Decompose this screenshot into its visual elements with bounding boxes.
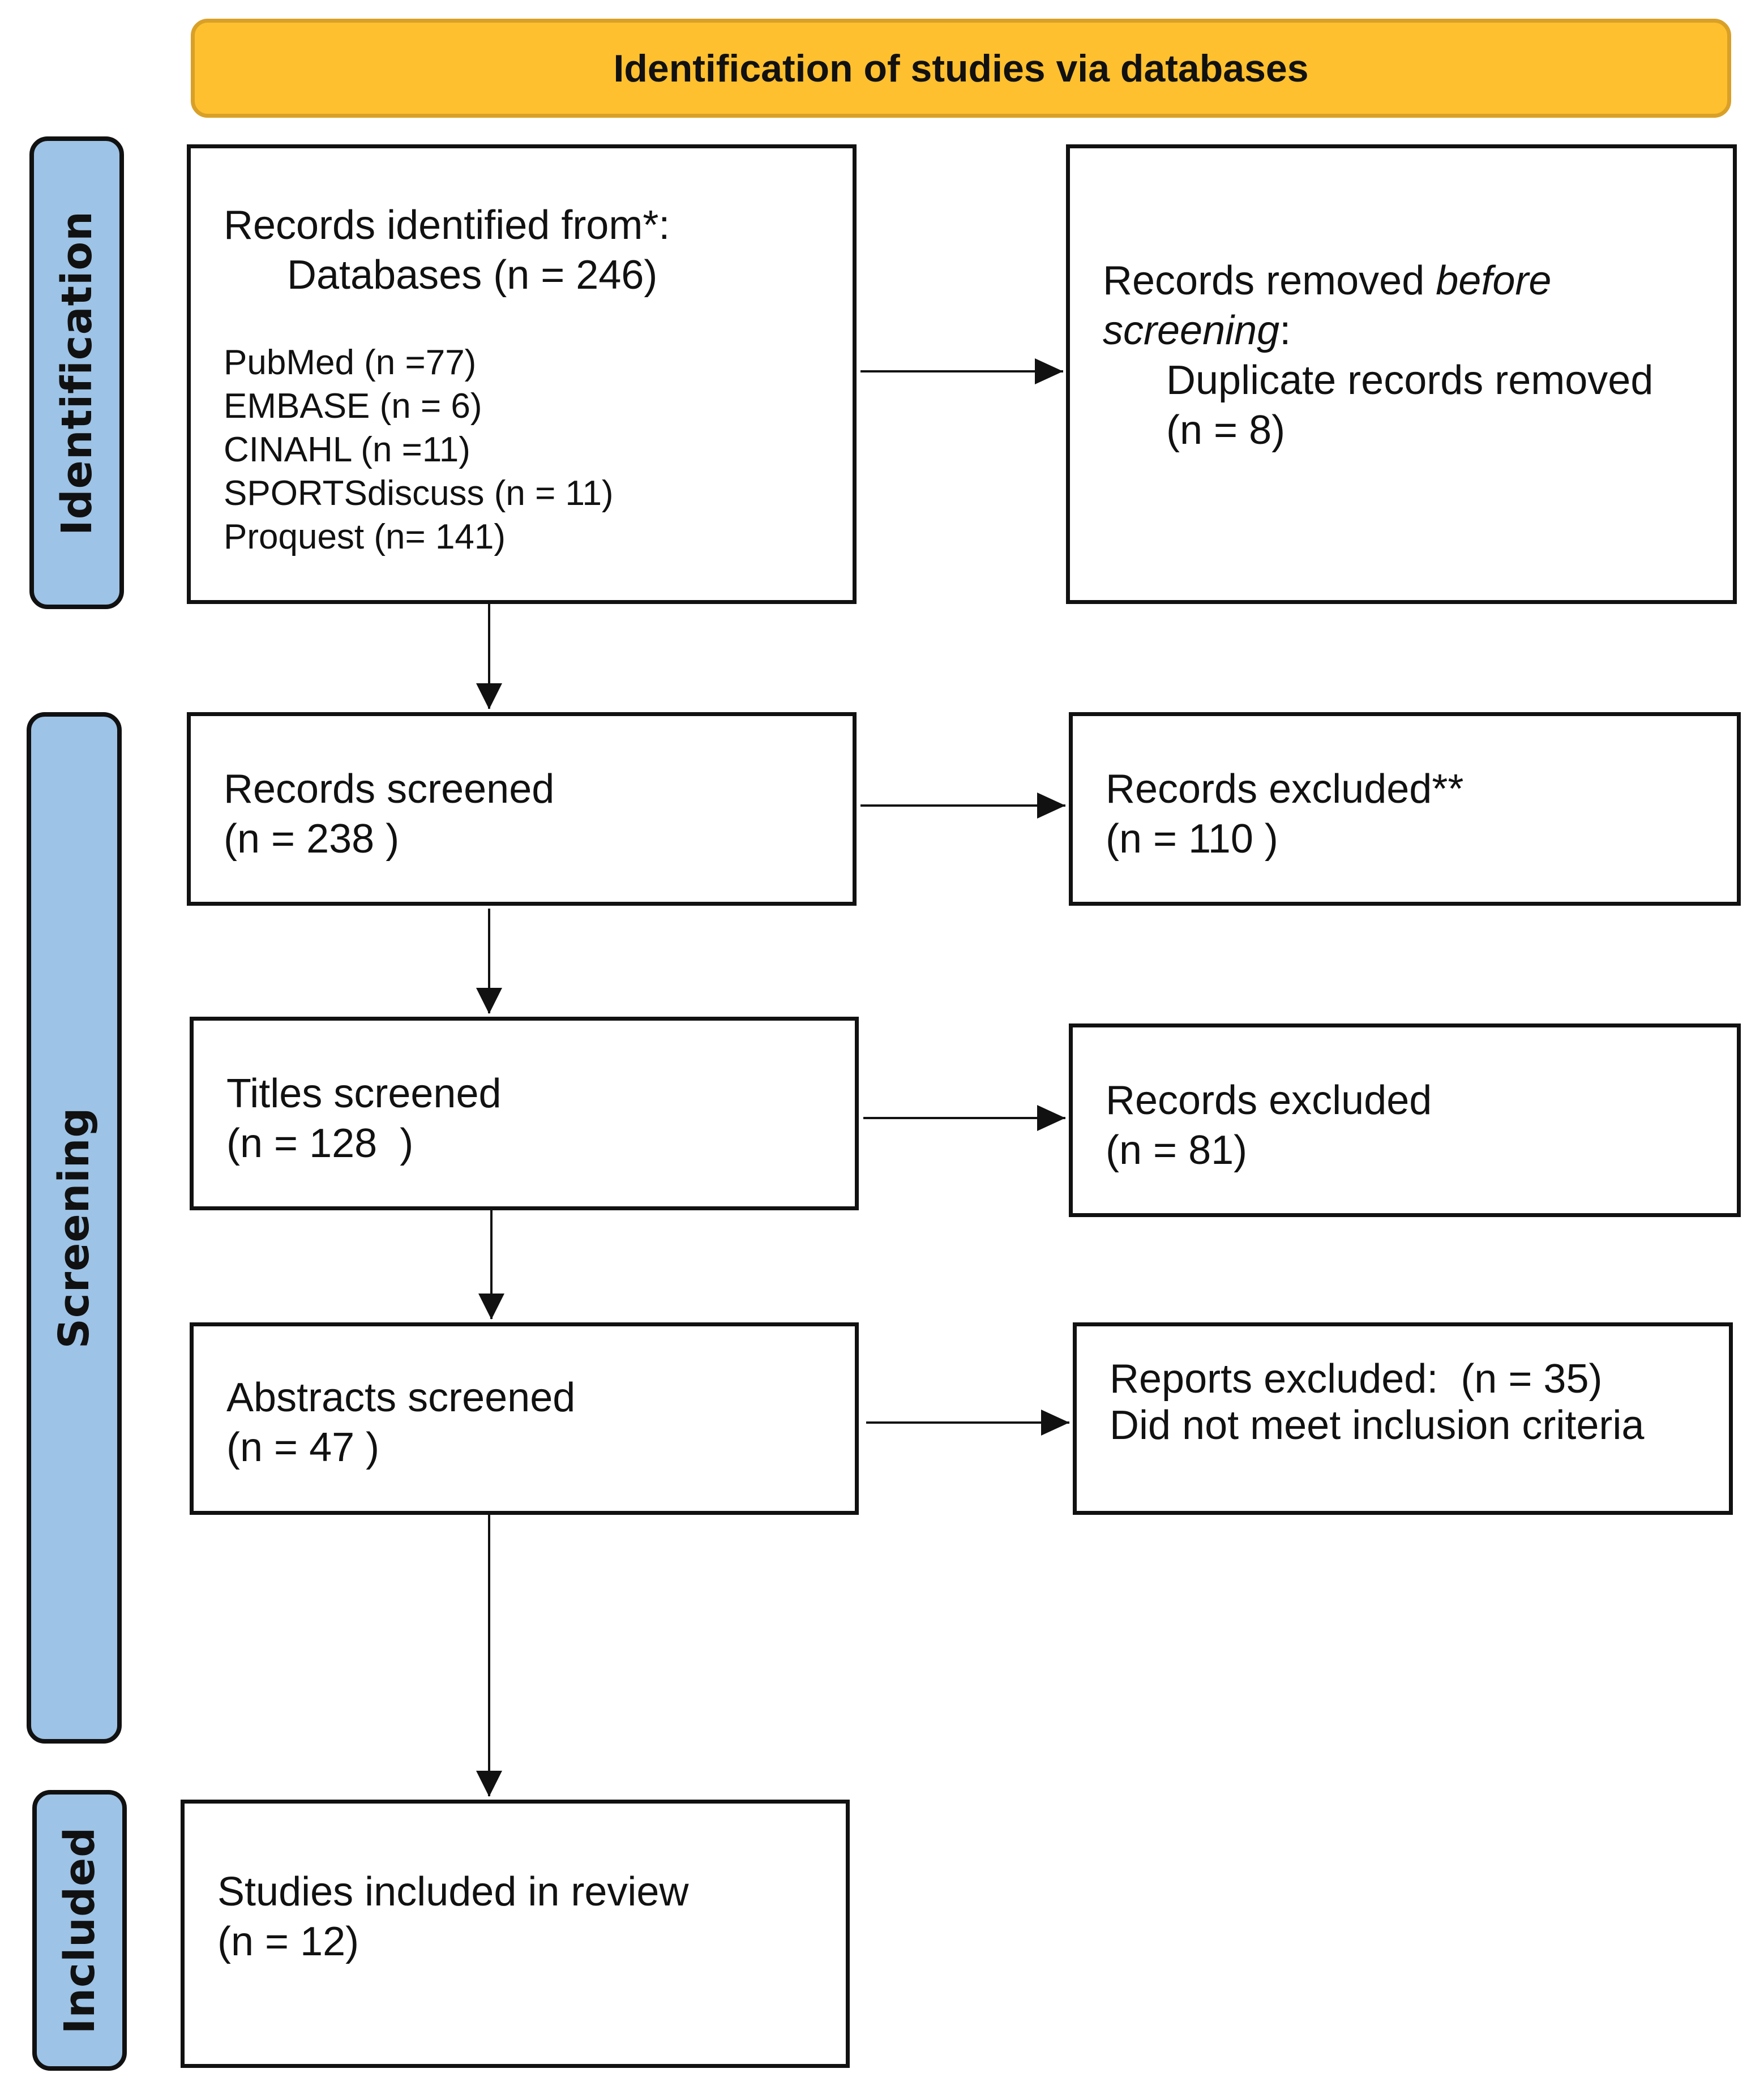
box-text: Reports excluded: (n = 35) xyxy=(1110,1356,1603,1402)
box-text: (n = 8) xyxy=(1166,408,1286,453)
arrowhead xyxy=(1035,358,1063,384)
abstracts-screened-box: Abstracts screened (n = 47 ) xyxy=(190,1322,859,1515)
box-text: (n = 12) xyxy=(217,1919,359,1964)
box-text: (n = 81) xyxy=(1106,1128,1248,1173)
studies-included-box: Studies included in review (n = 12) xyxy=(181,1800,850,2068)
source-item: CINAHL (n =11) xyxy=(224,430,470,469)
box-text: Records excluded** xyxy=(1106,766,1464,812)
box-text: Records excluded xyxy=(1106,1078,1432,1123)
box-text: before xyxy=(1436,258,1552,303)
records-identified-box: Records identified from*: Databases (n =… xyxy=(187,144,857,604)
box-text: Databases (n = 246) xyxy=(287,252,658,298)
box-text: screening xyxy=(1103,308,1280,353)
box-text: (n = 110 ) xyxy=(1106,816,1278,862)
box-text: (n = 238 ) xyxy=(224,816,400,862)
source-item: EMBASE (n = 6) xyxy=(224,387,482,426)
box-text: Duplicate records removed xyxy=(1166,358,1654,403)
source-item: SPORTSdiscuss (n = 11) xyxy=(224,474,614,513)
arrowhead xyxy=(1037,793,1065,819)
arrowhead xyxy=(1037,1105,1065,1131)
reports-excluded-box: Reports excluded: (n = 35) Did not meet … xyxy=(1073,1322,1733,1515)
arrowhead xyxy=(476,683,502,709)
box-text: (n = 47 ) xyxy=(226,1425,380,1470)
source-item: PubMed (n =77) xyxy=(224,343,477,382)
header-banner: Identification of studies via databases xyxy=(191,19,1731,118)
records-excluded-box-2: Records excluded (n = 81) xyxy=(1069,1023,1741,1217)
box-text: : xyxy=(1279,308,1291,353)
arrowhead xyxy=(476,1771,502,1797)
box-text: Records removed xyxy=(1103,258,1436,303)
arrowhead xyxy=(478,1294,504,1320)
box-text: Abstracts screened xyxy=(226,1375,576,1420)
records-removed-box: Records removed before screening: Duplic… xyxy=(1066,144,1737,604)
arrowhead xyxy=(1041,1410,1069,1436)
phase-screening: Screening xyxy=(27,712,122,1744)
box-text: Titles screened xyxy=(226,1071,502,1116)
box-text: Did not meet inclusion criteria xyxy=(1110,1403,1645,1448)
phase-included: Included xyxy=(32,1790,127,2071)
records-screened-box: Records screened (n = 238 ) xyxy=(187,712,857,906)
arrowhead xyxy=(476,988,502,1014)
box-text: Studies included in review xyxy=(217,1869,689,1915)
header-title: Identification of studies via databases xyxy=(613,46,1309,90)
box-text: Records identified from*: xyxy=(224,203,670,248)
box-text: Records screened xyxy=(224,766,555,812)
box-text: (n = 128 ) xyxy=(226,1121,414,1166)
source-item: Proquest (n= 141) xyxy=(224,517,506,556)
phase-identification: Identification xyxy=(29,136,124,609)
titles-screened-box: Titles screened (n = 128 ) xyxy=(190,1017,859,1210)
records-excluded-box-1: Records excluded** (n = 110 ) xyxy=(1069,712,1741,906)
